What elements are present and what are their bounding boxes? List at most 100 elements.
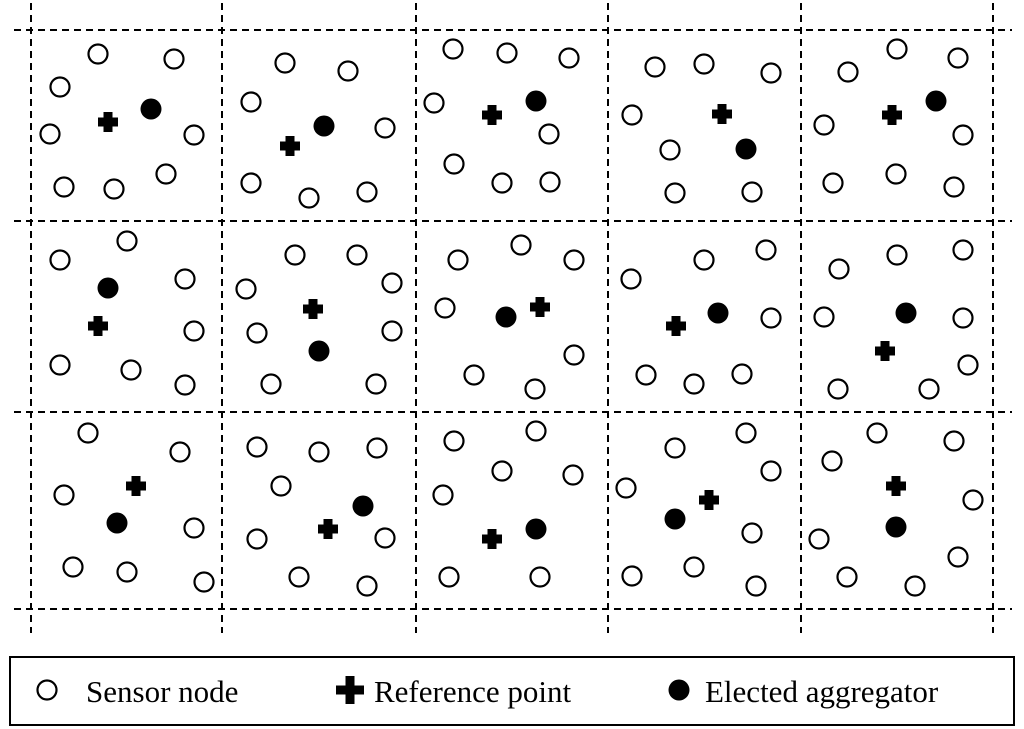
sensor-node-icon [337,60,359,82]
grid-lines [14,3,1012,633]
sensor-node-icon [163,48,185,70]
sensor-node-icon [904,575,926,597]
sensor-node-icon [240,91,262,113]
grid-cell [39,43,205,200]
elected-aggregator-icon [106,512,128,534]
sensor-node-icon [288,566,310,588]
elected-aggregator-icon [525,90,547,112]
sensor-node-icon [866,422,888,444]
sensor-node-icon [260,373,282,395]
sensor-node-icon [659,139,681,161]
reference-point-icon [280,136,300,156]
reference-point-icon [482,529,502,549]
grid-cells [39,38,984,597]
sensor-node-icon [943,430,965,452]
elected-aggregator-icon [668,679,690,701]
sensor-node-icon [621,565,643,587]
sensor-node-icon [246,322,268,344]
elected-aggregator-icon [352,495,374,517]
sensor-node-icon [246,528,268,550]
sensor-node-icon [374,527,396,549]
sensor-node-icon [284,244,306,266]
sensor-node-icon [755,239,777,261]
reference-point-icon [666,316,686,336]
sensor-node-icon [558,47,580,69]
sensor-node-icon [36,679,58,701]
legend-box [9,656,1015,726]
sensor-node-icon [664,182,686,204]
sensor-node-icon [356,575,378,597]
sensor-node-icon [298,187,320,209]
sensor-node-icon [952,124,974,146]
sensor-node-icon [274,52,296,74]
reference-point-icon [98,112,118,132]
sensor-node-icon [442,38,464,60]
sensor-node-icon [53,176,75,198]
sensor-node-icon [87,43,109,65]
sensor-node-icon [365,373,387,395]
sensor-node-icon [822,172,844,194]
grid-cell [246,436,396,597]
grid-cell [813,38,974,198]
reference-point-icon [875,341,895,361]
reference-point-icon [126,476,146,496]
reference-point-icon [699,490,719,510]
grid-cell [615,422,782,597]
grid-cell [240,52,396,209]
sensor-node-icon [693,249,715,271]
sensor-node-icon [423,92,445,114]
sensor-node-icon [886,38,908,60]
reference-point-icon [303,299,323,319]
elected-aggregator-icon [140,98,162,120]
sensor-node-icon [39,123,61,145]
sensor-node-icon [77,422,99,444]
sensor-node-icon [621,104,643,126]
sensor-node-icon [510,234,532,256]
elected-aggregator-icon [885,516,907,538]
sensor-node-icon [813,306,835,328]
grid-cell [434,234,585,400]
sensor-node-icon [827,378,849,400]
sensor-node-icon [246,436,268,458]
sensor-node-icon [731,363,753,385]
sensor-node-icon [169,441,191,463]
sensor-node-icon [49,354,71,376]
sensor-node-icon [240,172,262,194]
sensor-node-icon [49,76,71,98]
sensor-node-icon [524,378,546,400]
sensor-node-icon [644,56,666,78]
sensor-node-icon [683,556,705,578]
legend-reference-label: Reference point [374,674,571,709]
sensor-node-icon [760,307,782,329]
elected-aggregator-icon [707,302,729,324]
sensor-node-icon [562,464,584,486]
sensor-node-icon [664,437,686,459]
sensor-node-icon [432,484,454,506]
reference-point-icon [712,104,732,124]
sensor-node-icon [918,378,940,400]
sensor-node-icon [103,178,125,200]
sensor-node-icon [735,422,757,444]
sensor-node-icon [952,307,974,329]
grid-cell [235,244,403,395]
sensor-node-icon [120,359,142,381]
sensor-node-icon [235,278,257,300]
elected-aggregator-icon [313,115,335,137]
sensor-node-icon [760,460,782,482]
sensor-node-icon [116,230,138,252]
sensor-node-icon [808,528,830,550]
sensor-node-icon [116,561,138,583]
grid-cell [808,422,984,597]
legend: Sensor node Reference point Elected aggr… [9,656,1015,726]
sensor-node-icon [155,163,177,185]
sensor-node-icon [952,239,974,261]
reference-point-icon [482,105,502,125]
sensor-node-icon [374,117,396,139]
grid-cell [423,38,580,194]
grid-cell [53,422,215,593]
sensor-node-icon [491,460,513,482]
sensor-node-icon [381,320,403,342]
sensor-node-icon [463,364,485,386]
sensor-node-icon [538,123,560,145]
